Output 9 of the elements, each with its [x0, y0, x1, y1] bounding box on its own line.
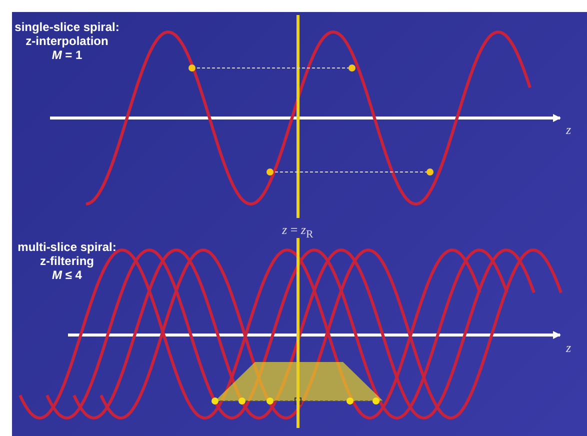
axis-label: z [566, 340, 572, 356]
panel-heading: multi-slice spiral: [18, 240, 116, 254]
panel-heading: single-slice spiral: [14, 20, 120, 34]
panel-heading: z-filtering [40, 254, 94, 268]
panel-heading: z-interpolation [26, 34, 108, 48]
axis-label: z [566, 122, 572, 138]
panel-heading: M = 1 [52, 48, 82, 62]
panel-heading: M ≤ 4 [52, 268, 82, 282]
position-label: z = z$_{R}$ [282, 222, 314, 241]
